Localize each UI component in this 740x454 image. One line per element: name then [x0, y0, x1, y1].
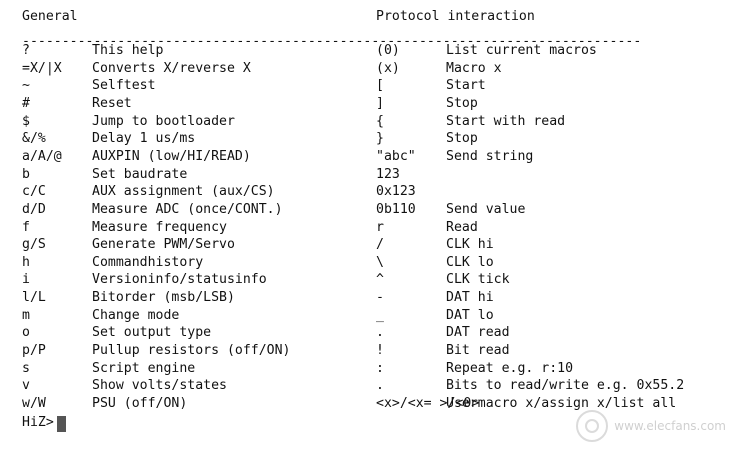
command-key: &/% [22, 131, 46, 147]
command-description: Delay 1 us/ms [92, 131, 196, 147]
command-description: Set output type [92, 325, 212, 341]
command-key: c/C [22, 184, 46, 200]
header-divider: ----------------------------------------… [22, 34, 642, 49]
protocol-description: Send string [446, 148, 534, 164]
command-description: Converts X/reverse X [92, 60, 251, 76]
command-description: Change mode [92, 307, 180, 323]
command-description: Measure frequency [92, 219, 227, 235]
command-description: Versioninfo/statusinfo [92, 272, 267, 288]
command-description: Selftest [92, 78, 156, 94]
watermark-logo-icon [576, 410, 609, 442]
protocol-description: Macro x [446, 60, 502, 76]
command-description: Generate PWM/Servo [92, 237, 235, 253]
protocol-key: [ [376, 78, 384, 94]
protocol-key: ] [376, 95, 384, 111]
command-description: Set baudrate [92, 166, 188, 182]
shell-prompt: HiZ> [22, 415, 54, 430]
command-description: Pullup resistors (off/ON) [92, 343, 291, 359]
protocol-description: DAT lo [446, 307, 494, 323]
command-key: p/P [22, 343, 46, 359]
protocol-key: <x>/<x= >/<0> [376, 396, 480, 411]
command-key: ? [22, 43, 30, 58]
protocol-description: CLK hi [446, 237, 494, 253]
protocol-key: (0) [376, 43, 400, 58]
command-key: g/S [22, 237, 46, 253]
protocol-key: } [376, 131, 384, 147]
protocol-key: _ [376, 307, 384, 323]
protocol-description: Usermacro x/assign x/list all [446, 396, 677, 411]
general-header: General [22, 9, 78, 24]
command-key: $ [22, 113, 30, 129]
protocol-description: Bits to read/write e.g. 0x55.2 [446, 378, 685, 394]
command-description: Reset [92, 95, 132, 111]
command-description: Show volts/states [92, 378, 227, 394]
command-key: i [22, 272, 30, 288]
protocol-description: DAT read [446, 325, 510, 341]
command-description: AUX assignment (aux/CS) [92, 184, 275, 200]
protocol-key: ! [376, 343, 384, 359]
command-description: Jump to bootloader [92, 113, 235, 129]
command-key: f [22, 219, 30, 235]
protocol-description: Stop [446, 131, 478, 147]
protocol-key: : [376, 360, 384, 376]
watermark-text: www.elecfans.com [614, 419, 726, 433]
command-description: AUXPIN (low/HI/READ) [92, 148, 251, 164]
protocol-key: ^ [376, 272, 384, 288]
protocol-key: "abc" [376, 148, 416, 164]
protocol-description: List current macros [446, 43, 597, 58]
command-description: PSU (off/ON) [92, 396, 188, 411]
protocol-header: Protocol interaction [376, 9, 535, 24]
protocol-key: / [376, 237, 384, 253]
command-key: w/W [22, 396, 46, 411]
protocol-key: { [376, 113, 384, 129]
command-key: l/L [22, 290, 46, 306]
command-key: o [22, 325, 30, 341]
command-key: d/D [22, 201, 46, 217]
protocol-description: CLK tick [446, 272, 510, 288]
protocol-key: . [376, 325, 384, 341]
command-key: b [22, 166, 30, 182]
protocol-description: Start with read [446, 113, 566, 129]
protocol-key: r [376, 219, 384, 235]
command-description: This help [92, 43, 164, 58]
watermark: www.elecfans.com [576, 410, 726, 442]
command-description: Measure ADC (once/CONT.) [92, 201, 283, 217]
protocol-description: Bit read [446, 343, 510, 359]
text-cursor[interactable] [57, 416, 66, 432]
command-key: v [22, 378, 30, 394]
protocol-key: . [376, 378, 384, 394]
protocol-description: Read [446, 219, 478, 235]
command-key: h [22, 254, 30, 270]
command-description: Script engine [92, 360, 196, 376]
protocol-description: CLK lo [446, 254, 494, 270]
protocol-key: - [376, 290, 384, 306]
command-key: m [22, 307, 30, 323]
protocol-key: (x) [376, 60, 400, 76]
protocol-description: DAT hi [446, 290, 494, 306]
command-key: a/A/@ [22, 148, 62, 164]
command-description: Bitorder (msb/LSB) [92, 290, 235, 306]
protocol-description: Start [446, 78, 486, 94]
command-key: s [22, 360, 30, 376]
protocol-description: Send value [446, 201, 526, 217]
protocol-key: 123 [376, 166, 400, 182]
command-key: ~ [22, 78, 30, 94]
command-key: # [22, 95, 30, 111]
command-key: =X/|X [22, 60, 62, 76]
protocol-key: \ [376, 254, 384, 270]
protocol-description: Repeat e.g. r:10 [446, 360, 574, 376]
protocol-key: 0x123 [376, 184, 416, 200]
protocol-description: Stop [446, 95, 478, 111]
protocol-key: 0b110 [376, 201, 416, 217]
command-description: Commandhistory [92, 254, 204, 270]
